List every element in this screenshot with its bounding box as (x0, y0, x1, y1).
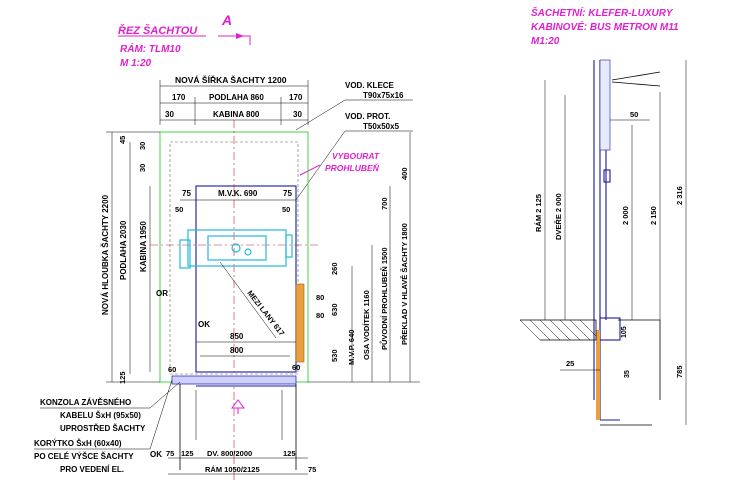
pit-note-line2: PROHLUBEŇ (325, 162, 380, 173)
dim-left-30: 30 (165, 110, 174, 119)
dim-30: 30 (138, 164, 147, 172)
frame-dim: RÁM 1050/2125 (205, 465, 260, 474)
right-header-scale: M1:20 (531, 36, 560, 47)
counterweight (187, 229, 287, 267)
bracket-note-1: KONZOLA ZÁVĚSNÉHO (40, 398, 131, 407)
rail-callouts: VOD. KLECE T90x75x16 VOD. PROT. T50x50x5 (295, 81, 413, 201)
cabin-outline (195, 185, 297, 373)
floor-width-label: PODLAHA 860 (209, 93, 264, 102)
bottom-dim-75a: 75 (166, 449, 174, 458)
original-pit-label: PŮVODNÍ PROHLUBEŇ 1500 (379, 247, 389, 350)
or-label: OR (156, 289, 168, 298)
trough-note-2: PO CELÉ VÝŠCE ŠACHTY (34, 452, 134, 461)
ok2-label: OK (150, 450, 162, 459)
side-view: 50 RÁM 2 125 DVEŘE 2 000 2 000 2 150 2 3… (519, 59, 687, 426)
cage-rail-label: VOD. KLECE (345, 81, 395, 90)
counter-rail-label: VOD. PROT. (345, 112, 390, 121)
shaft-plan: 75 M.V.K. 690 75 50 50 MEZI LANY 617 OR … (150, 120, 324, 480)
dim-45: 45 (118, 136, 127, 144)
pit-note-line1: VYBOURAT (332, 151, 380, 161)
right-header-line2: KABINOVÉ: BUS METRON M11 (531, 20, 679, 33)
dim-50a: 50 (175, 205, 183, 214)
side-rail (596, 330, 600, 420)
section-scale: M 1:20 (120, 58, 152, 69)
counter-rail-size: T50x50x5 (363, 122, 400, 131)
lintel-label: PŘEKLAD V HLAVĚ ŠACHTY 1800 (400, 223, 409, 345)
dim-530: 530 (330, 349, 339, 362)
pit-note: VYBOURAT PROHLUBEŇ (299, 151, 380, 176)
bracket-note-3: UPROSTŘED ŠACHTY (60, 424, 146, 433)
left-dimensions: NOVÁ HLOUBKA ŠACHTY 2200 PODLAHA 2030 KA… (101, 131, 160, 384)
section-frame: RÁM: TLM10 (120, 42, 181, 55)
dim-60b: 60 (292, 363, 300, 372)
right-rail-bracket (285, 234, 293, 258)
trough-note-3: PRO VEDENÍ EL. (60, 465, 124, 474)
floor-depth-label: PODLAHA 2030 (119, 220, 128, 280)
trough-note-1: KORÝTKO ŠxH (60x40) (34, 439, 122, 448)
bottom-notes: KONZOLA ZÁVĚSNÉHO KABELU ŠxH (95x50) UPR… (34, 379, 181, 474)
side-dim-50: 50 (630, 110, 638, 119)
mvk-label: M.V.K. 690 (218, 189, 258, 198)
section-title: ŘEZ ŠACHTOU (118, 24, 198, 37)
right-header-line1: ŠACHETNÍ: KLEFER-LUXURY (531, 6, 674, 19)
cabin-depth-label: KABINA 1950 (139, 221, 148, 272)
side-frame-label: RÁM 2 125 (534, 194, 543, 232)
dim-60a: 60 (168, 365, 176, 374)
side-dim-25: 25 (566, 359, 574, 368)
section-arrow-icon (218, 35, 251, 45)
rail-axis-label: OSA VODÍTEK 1160 (362, 290, 371, 360)
bottom-dim-75b: 75 (308, 465, 316, 474)
bottom-dim-125a: 125 (181, 449, 194, 458)
door-dim: DV. 800/2000 (207, 449, 252, 458)
dim-125-left: 125 (118, 371, 127, 384)
rope-distance-label: MEZI LANY 617 (245, 289, 286, 338)
dim-80b: 80 (316, 311, 324, 320)
section-marker: A (221, 12, 232, 28)
side-dim-35: 35 (624, 370, 631, 378)
bracket-note-2: KABELU ŠxH (95x50) (60, 411, 141, 420)
cabin-rail (295, 283, 305, 363)
dim-260: 260 (330, 262, 339, 275)
side-dim-105: 105 (621, 326, 628, 338)
right-header: ŠACHETNÍ: KLEFER-LUXURY KABINOVÉ: BUS ME… (531, 6, 679, 47)
dim-right-30: 30 (293, 110, 302, 119)
side-dim-2150: 2 150 (649, 206, 658, 225)
dim-50b: 50 (282, 205, 290, 214)
dim-850: 850 (230, 332, 244, 341)
dim-right-170: 170 (289, 93, 303, 102)
bottom-dim-125b: 125 (283, 449, 296, 458)
door-leaf (611, 71, 661, 81)
dim-75a: 75 (182, 189, 191, 198)
door-sill (171, 375, 297, 385)
dim-800: 800 (230, 346, 244, 355)
dim-80a: 80 (316, 293, 324, 302)
dim-30b: 30 (138, 142, 147, 150)
section-header: ŘEZ ŠACHTOU RÁM: TLM10 M 1:20 A (118, 12, 251, 69)
left-rail-bracket (179, 239, 191, 269)
top-dimensions: NOVÁ ŠÍŘKA ŠACHTY 1200 170 PODLAHA 860 1… (159, 74, 309, 125)
arrow-head-icon (236, 33, 244, 39)
dim-75b: 75 (283, 189, 292, 198)
mvp-label: M.V.P. 640 (347, 330, 356, 365)
cabin-width-label: KABINA 800 (213, 110, 260, 119)
side-dim-785: 785 (675, 365, 684, 378)
cage-rail-size: T90x75x16 (363, 91, 404, 100)
dim-left-170: 170 (172, 93, 186, 102)
side-dim-2000: 2 000 (621, 206, 630, 225)
shaft-depth-label: NOVÁ HLOUBKA ŠACHTY 2200 (101, 194, 110, 315)
dim-630: 630 (330, 303, 339, 316)
ok-label: OK (198, 320, 210, 329)
dim-700: 700 (380, 197, 389, 210)
side-door-label: DVEŘE 2 000 (554, 193, 563, 240)
bottom-dimensions: 75 125 DV. 800/2000 125 75 RÁM 1050/2125 (166, 449, 316, 475)
right-dimensions: 400 PŘEKLAD V HLAVĚ ŠACHTY 1800 700 PŮVO… (308, 132, 420, 383)
floor-slab (520, 319, 597, 341)
side-dim-2316: 2 316 (675, 186, 684, 205)
dim-400: 400 (400, 167, 409, 180)
shaft-width-label: NOVÁ ŠÍŘKA ŠACHTY 1200 (175, 74, 287, 85)
